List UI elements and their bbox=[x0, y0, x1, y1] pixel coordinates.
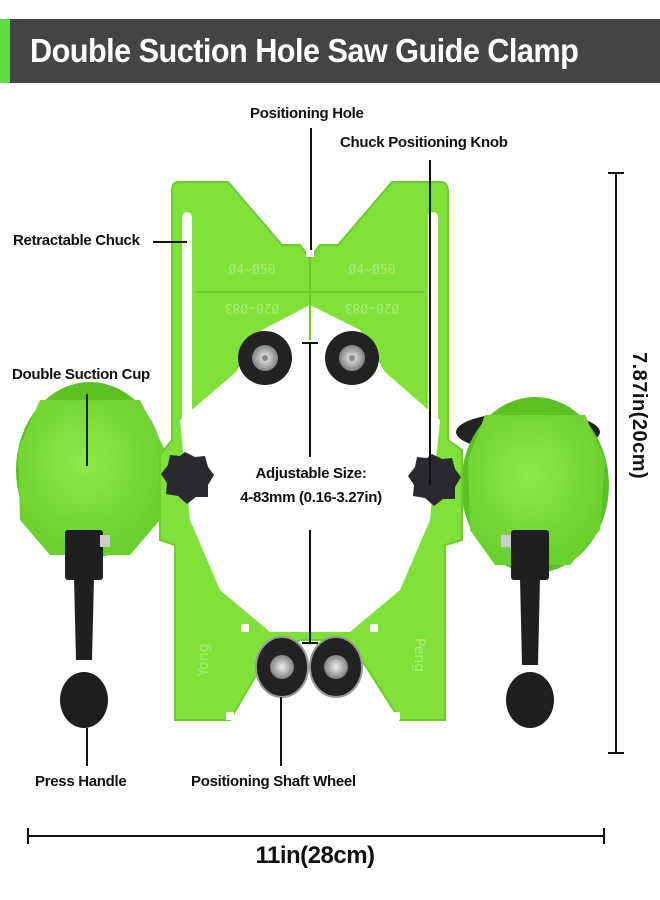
press-handle-right bbox=[501, 530, 554, 728]
label-positioning-hole: Positioning Hole bbox=[250, 105, 364, 122]
width-dimension-label: 11in(28cm) bbox=[255, 842, 375, 869]
height-dimension-label: 7.87in(20cm) bbox=[628, 352, 650, 480]
label-press-handle: Press Handle bbox=[35, 773, 127, 790]
knob-right bbox=[408, 454, 461, 506]
callout-line-chuck-knob bbox=[429, 160, 431, 485]
banner-accent-bar bbox=[0, 19, 10, 83]
suction-cup-left bbox=[16, 382, 165, 558]
label-positioning-shaft-wheel: Positioning Shaft Wheel bbox=[191, 773, 356, 790]
callout-line-size-bottom bbox=[309, 530, 311, 642]
label-chuck-positioning-knob: Chuck Positioning Knob bbox=[340, 134, 508, 151]
callout-line-suction-cup bbox=[86, 394, 88, 466]
title-banner: Double Suction Hole Saw Guide Clamp bbox=[0, 19, 660, 83]
suction-cup-right bbox=[456, 397, 609, 573]
lower-bearings bbox=[255, 636, 363, 698]
label-adjustable-size: Adjustable Size: 4-83mm (0.16-3.27in) bbox=[226, 462, 396, 510]
callout-line-press-handle bbox=[86, 728, 88, 766]
page-title: Double Suction Hole Saw Guide Clamp bbox=[30, 32, 579, 69]
guide-frame: Ø4~Ø50 Ø4~Ø50 Ø20~Ø83 Ø20~Ø83 Yong Peng bbox=[159, 181, 463, 721]
height-dimension-line bbox=[615, 173, 617, 753]
knob-left bbox=[161, 452, 214, 504]
callout-line-retractable-chuck bbox=[153, 241, 187, 243]
height-dimension-cap-bottom bbox=[608, 752, 624, 754]
callout-line-positioning-hole bbox=[310, 128, 312, 250]
width-dimension-cap-right bbox=[603, 828, 605, 844]
svg-text:Ø4~Ø50: Ø4~Ø50 bbox=[229, 263, 276, 278]
callout-line-size-bottom-cap bbox=[302, 642, 318, 644]
label-retractable-chuck: Retractable Chuck bbox=[13, 232, 140, 249]
svg-text:Yong: Yong bbox=[196, 643, 212, 677]
adjustable-size-title: Adjustable Size: bbox=[255, 465, 367, 482]
adjustable-size-value: 4-83mm (0.16-3.27in) bbox=[240, 489, 382, 506]
height-dimension-cap-top bbox=[608, 172, 624, 174]
upper-bearings bbox=[238, 331, 379, 385]
width-dimension-cap-left bbox=[27, 828, 29, 844]
svg-text:Ø20~Ø83: Ø20~Ø83 bbox=[345, 300, 400, 315]
svg-text:Ø4~Ø50: Ø4~Ø50 bbox=[349, 263, 396, 278]
width-dimension-line bbox=[27, 835, 605, 837]
svg-text:Peng: Peng bbox=[411, 638, 427, 672]
callout-line-size-top-cap bbox=[302, 342, 318, 344]
press-handle-left bbox=[60, 530, 110, 728]
svg-text:Ø20~Ø83: Ø20~Ø83 bbox=[225, 300, 280, 315]
callout-line-size-top bbox=[309, 342, 311, 457]
label-double-suction-cup: Double Suction Cup bbox=[12, 366, 150, 383]
callout-line-shaft-wheel bbox=[280, 697, 282, 766]
